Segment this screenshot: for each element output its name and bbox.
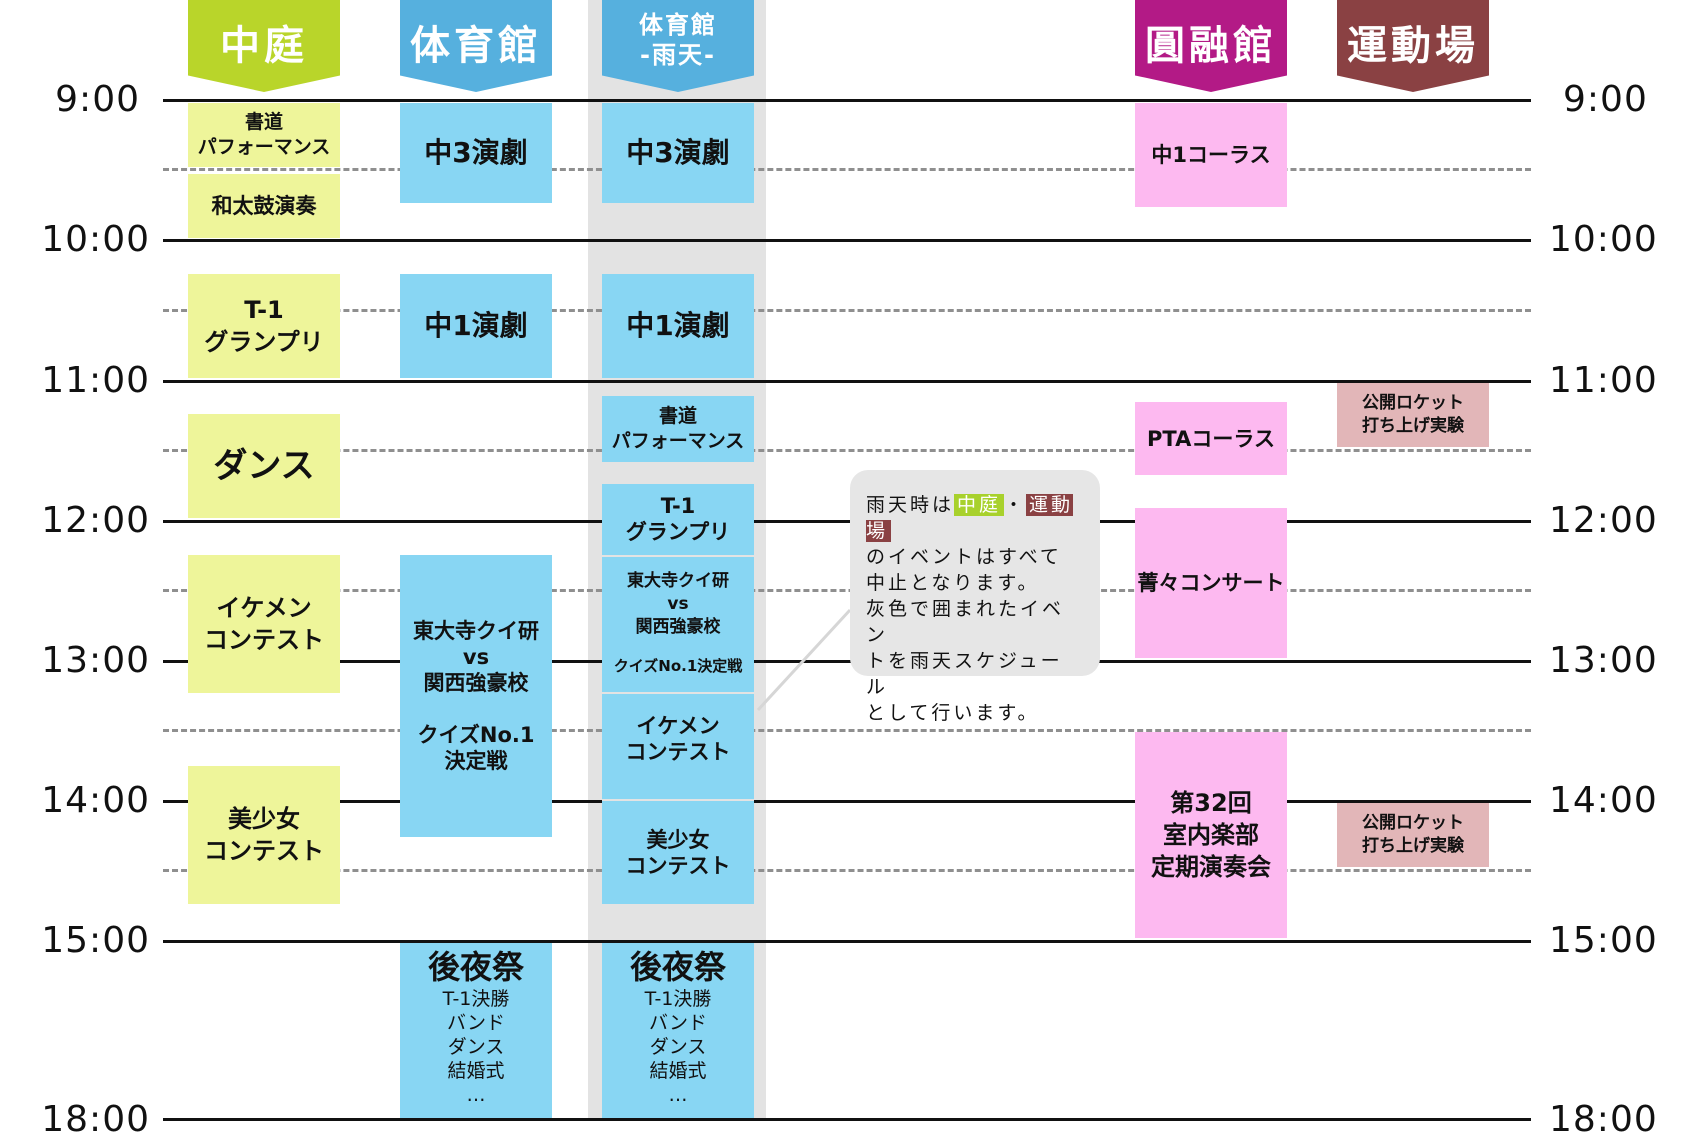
venue-header-label: 中庭 xyxy=(220,23,308,69)
event-block-enyukan-seisei: 菁々コンサート xyxy=(1135,508,1287,658)
event-block-rain-shodo: 書道 パフォーマンス xyxy=(602,396,754,462)
event-block-enyukan-concert: 第32回 室内楽部 定期演奏会 xyxy=(1135,732,1287,938)
time-label-left: 15:00 xyxy=(41,920,150,961)
rain-block-separator xyxy=(602,692,754,694)
event-block-rain-t1: T-1 グランプリ xyxy=(625,494,731,544)
rain-notice-line: のイベントはすべて xyxy=(866,546,1062,568)
time-label-right: 9:00 xyxy=(1563,79,1648,120)
hour-line-12 xyxy=(163,520,1531,523)
event-block-enyukan-pta: PTAコーラス xyxy=(1135,402,1287,475)
event-block-nakaniwa-dance: ダンス xyxy=(188,414,340,518)
event-block-nakaniwa-t1: T-1 グランプリ xyxy=(188,274,340,378)
venue-header-label: 体育館 xyxy=(410,23,542,69)
hour-line-15 xyxy=(163,940,1531,943)
time-label-left: 14:00 xyxy=(41,780,150,821)
half-hour-line xyxy=(163,309,1531,312)
event-block-taiikukan-chu3: 中3演劇 xyxy=(400,103,552,203)
time-label-right: 14:00 xyxy=(1549,780,1658,821)
venue-header-undojo: 運動場 xyxy=(1337,0,1489,92)
time-label-right: 11:00 xyxy=(1549,360,1658,401)
venue-header-nakaniwa: 中庭 xyxy=(188,0,340,92)
event-block-undojo-rocket2: 公開ロケット 打ち上げ実験 xyxy=(1337,803,1489,867)
time-label-left: 13:00 xyxy=(41,640,150,681)
venue-header-enyukan: 圓融館 xyxy=(1135,0,1287,92)
event-block-rain-chu3: 中3演劇 xyxy=(602,103,754,203)
rain-notice-line: として行います。 xyxy=(866,702,1040,724)
time-label-right: 15:00 xyxy=(1549,920,1658,961)
event-block-taiikukan-chu1: 中1演劇 xyxy=(400,274,552,378)
half-hour-line xyxy=(163,168,1531,171)
hour-line-10 xyxy=(163,239,1531,242)
hour-line-13 xyxy=(163,660,1531,663)
rain-notice-first-line: 雨天時は中庭・運動場 xyxy=(866,494,1074,542)
event-block-rain-chu1: 中1演劇 xyxy=(602,274,754,378)
venue-header-taiikukan: 体育館 xyxy=(400,0,552,92)
event-block-rain-kouyasai: 後夜祭 T-1決勝 バンド ダンス 結婚式 … xyxy=(602,943,754,1118)
half-hour-line xyxy=(163,449,1531,452)
time-label-left: 12:00 xyxy=(41,500,150,541)
event-block-undojo-rocket1: 公開ロケット 打ち上げ実験 xyxy=(1337,383,1489,447)
rain-notice-callout: 雨天時は中庭・運動場 のイベントはすべて 中止となります。 灰色で囲まれたイベン… xyxy=(850,470,1100,724)
event-block-rain-quiz: 東大寺クイ研 vs 関西強豪校 クイズNo.1決定戦 xyxy=(613,571,743,675)
time-label-left: 11:00 xyxy=(41,360,150,401)
hour-line-14 xyxy=(163,800,1531,803)
time-label-left: 10:00 xyxy=(41,219,150,260)
rain-notice-line: 灰色で囲まれたイベン xyxy=(866,598,1065,646)
venue-header-label: 体育館 xyxy=(639,11,717,39)
event-block-rain-ikemen: イケメン コンテスト xyxy=(625,714,731,764)
time-label-right: 10:00 xyxy=(1549,219,1658,260)
time-label-right: 12:00 xyxy=(1549,500,1658,541)
half-hour-line xyxy=(163,589,1531,592)
event-group-rain-afternoon: T-1 グランプリ 東大寺クイ研 vs 関西強豪校 クイズNo.1決定戦 イケメ… xyxy=(602,484,754,904)
venue-header-label: 運動場 xyxy=(1347,23,1479,69)
event-block-enyukan-chorus1: 中1コーラス xyxy=(1135,103,1287,207)
event-block-taiikukan-kouyasai: 後夜祭 T-1決勝 バンド ダンス 結婚式 … xyxy=(400,943,552,1118)
rain-notice-line: 中止となります。 xyxy=(866,572,1040,594)
rain-block-separator xyxy=(602,555,754,557)
rain-block-separator xyxy=(602,799,754,801)
event-block-taiikukan-quiz: 東大寺クイ研 vs 関西強豪校 クイズNo.1 決定戦 xyxy=(400,555,552,837)
venue-header-taiikukan-rain: 体育館 -雨天- xyxy=(602,0,754,92)
event-block-nakaniwa-shodo: 書道 パフォーマンス xyxy=(188,103,340,167)
rain-notice-line: トを雨天スケジュール xyxy=(866,650,1063,698)
note-pointer-line xyxy=(756,608,852,712)
event-block-nakaniwa-bishojo: 美少女 コンテスト xyxy=(188,766,340,904)
hour-line-9 xyxy=(163,99,1531,102)
hour-line-18 xyxy=(163,1118,1531,1121)
event-block-nakaniwa-ikemen: イケメン コンテスト xyxy=(188,555,340,693)
half-hour-line xyxy=(163,869,1531,872)
event-block-rain-bishojo: 美少女 コンテスト xyxy=(625,827,731,878)
event-block-nakaniwa-wadaiko: 和太鼓演奏 xyxy=(188,174,340,238)
chip-nakaniwa: 中庭 xyxy=(954,494,1005,516)
time-label-right: 18:00 xyxy=(1549,1099,1658,1140)
half-hour-line xyxy=(163,729,1531,732)
venue-header-sublabel: -雨天- xyxy=(640,41,716,69)
time-label-right: 13:00 xyxy=(1549,640,1658,681)
time-label-left: 18:00 xyxy=(41,1099,150,1140)
time-label-left: 9:00 xyxy=(55,79,140,120)
hour-line-11 xyxy=(163,380,1531,383)
venue-header-label: 圓融館 xyxy=(1145,23,1277,69)
